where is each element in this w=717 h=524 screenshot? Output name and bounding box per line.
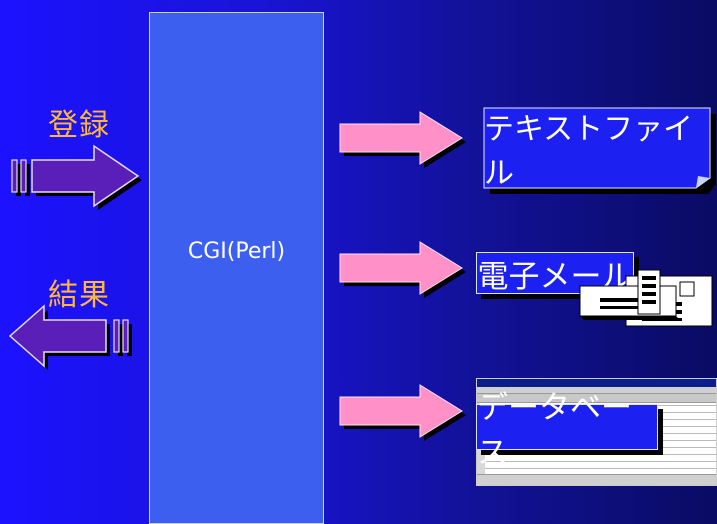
result-arrow-icon <box>8 304 132 370</box>
register-arrow-icon <box>11 144 142 210</box>
database-label: データベース <box>476 390 658 471</box>
text-file-arrow-icon <box>339 111 466 168</box>
cgi-box: CGI(Perl) <box>149 12 324 524</box>
text-file-shape-icon <box>483 107 716 194</box>
email-arrow-icon <box>339 241 466 298</box>
register-label: 登録 <box>48 108 110 143</box>
database-arrow-icon <box>339 384 466 441</box>
cgi-label: CGI(Perl) <box>187 239 286 264</box>
text-file-label: テキストファイル <box>484 112 694 191</box>
mail-envelope-icon <box>579 269 713 327</box>
result-label: 結果 <box>48 278 110 313</box>
